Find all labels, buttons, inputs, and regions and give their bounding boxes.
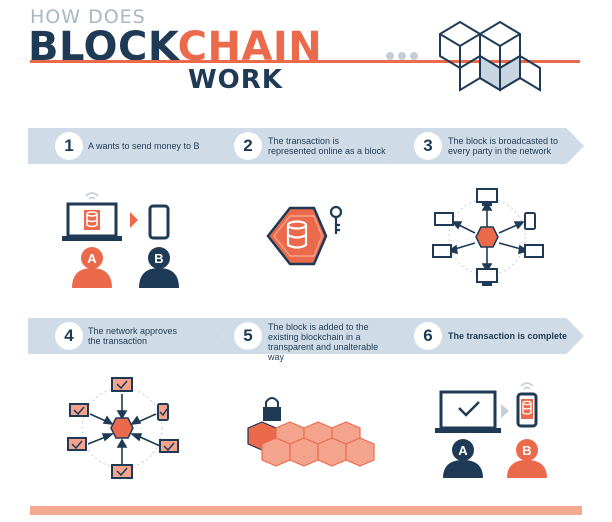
- illustration-step-1: A B: [62, 192, 179, 288]
- approved-laptop-icon: [159, 439, 179, 453]
- block-hexagon-icon: [110, 417, 134, 439]
- monitor-icon: [476, 268, 498, 283]
- key-icon: [329, 205, 343, 234]
- step-number-6: 6: [414, 322, 442, 350]
- illustration-step-2: [266, 205, 343, 266]
- illustration-step-5: [247, 397, 375, 467]
- step-text-6: The transaction is complete: [448, 331, 568, 341]
- approved-laptop-icon: [67, 437, 87, 451]
- step-number-5: 5: [234, 322, 262, 350]
- illustration-step-3: [432, 188, 544, 286]
- approved-monitor-icon: [111, 464, 133, 479]
- person-a-label: A: [458, 443, 468, 458]
- arrow-right-icon: [501, 404, 509, 418]
- step-number-1: 1: [55, 132, 83, 160]
- step-number-3: 3: [414, 132, 442, 160]
- laptop-icon: [524, 244, 544, 258]
- page-title: BLOCKCHAIN: [28, 24, 322, 70]
- approved-phone-icon: [157, 403, 169, 421]
- step-text-3: The block is broadcasted to every party …: [448, 136, 559, 156]
- title-block: BLOCK: [28, 24, 178, 70]
- person-b-label: B: [522, 443, 531, 458]
- phone-icon: [148, 204, 170, 240]
- step-number-2: 2: [234, 132, 262, 160]
- title-prefix: HOW DOES: [30, 6, 146, 28]
- checkmark-icon: [458, 401, 480, 417]
- padlock-icon: [263, 397, 281, 421]
- laptop-icon: [434, 212, 454, 226]
- laptop-icon: [432, 244, 452, 258]
- step-text-4: The network approves the transaction: [88, 326, 178, 346]
- title-sub: WORK: [188, 65, 283, 95]
- illustration-step-6: A B: [435, 382, 547, 478]
- approved-monitor-icon: [111, 377, 133, 392]
- footer-bar: [30, 506, 582, 515]
- step-text-1: A wants to send money to B: [88, 141, 200, 151]
- block-hexagon-icon: [475, 226, 499, 248]
- header-cubes-icon: [386, 20, 541, 92]
- block-hexagon-icon: [266, 206, 328, 266]
- step-text-2: The transaction is represented online as…: [268, 136, 386, 156]
- step-number-4: 4: [55, 322, 83, 350]
- monitor-icon: [476, 188, 498, 203]
- phone-icon: [524, 212, 536, 230]
- title-rule: [30, 60, 580, 63]
- person-b-label: B: [154, 251, 163, 266]
- arrow-right-icon: [130, 212, 138, 228]
- step-text-5: The block is added to the existing block…: [268, 322, 379, 362]
- person-a-label: A: [87, 251, 97, 266]
- laptop-icon: [439, 390, 497, 430]
- title-chain: CHAIN: [177, 24, 323, 70]
- approved-laptop-icon: [69, 403, 89, 417]
- illustration-step-4: [67, 377, 179, 479]
